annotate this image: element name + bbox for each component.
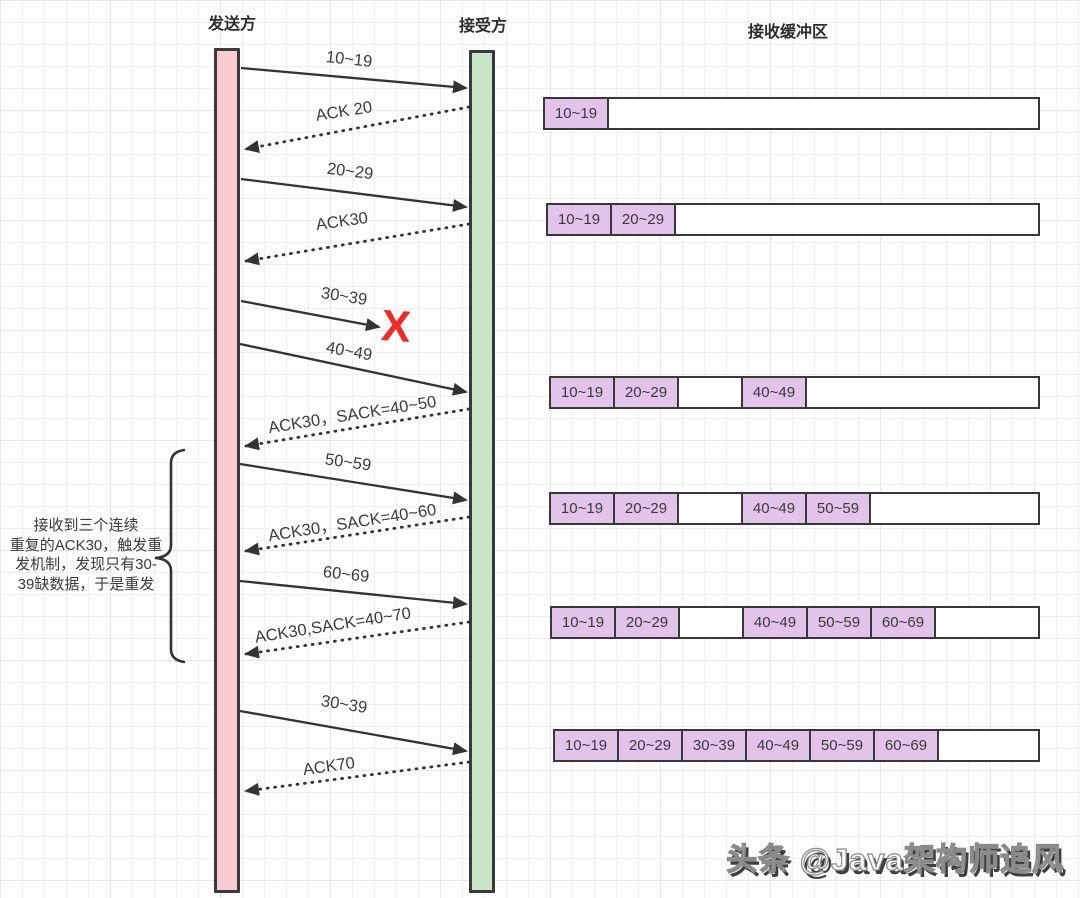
buffer-cell: 10~19	[549, 492, 615, 525]
arrow-data-20-29	[240, 177, 468, 212]
annotation-line: 发机制，发现只有30-	[15, 556, 157, 573]
buffer-cell: 20~29	[617, 729, 683, 762]
buffer-cell: 40~49	[745, 729, 811, 762]
buffer-cell: 40~49	[741, 376, 807, 409]
message-label: 50~59	[323, 450, 373, 475]
sender-column-title: 发送方	[207, 16, 257, 33]
message-label: ACK70	[301, 753, 357, 780]
buffer-cell: 50~59	[806, 606, 872, 639]
arrow-ack-70	[244, 760, 471, 796]
message-label: ACK30,SACK=40~70	[253, 604, 413, 647]
message-label: 30~39	[319, 691, 369, 718]
buffer-cell: 10~19	[543, 97, 609, 130]
buffer-cell: 40~49	[741, 492, 807, 525]
annotation-line: 接收到三个连续	[33, 517, 139, 534]
buffer-row-3: 10~19 20~29 40~49	[549, 376, 1040, 409]
buffer-gap-cell	[679, 494, 743, 523]
arrow-data-30-39-retransmit	[239, 709, 468, 756]
buffer-column-title: 接收缓冲区	[747, 24, 829, 41]
annotation-line: 重复的ACK30，触发重	[9, 536, 163, 554]
message-label: 30~39	[319, 283, 369, 310]
buffer-cell: 50~59	[809, 729, 875, 762]
receiver-column-title: 接受方	[458, 18, 508, 35]
message-label: 20~29	[325, 159, 375, 184]
buffer-row-4: 10~19 20~29 40~49 50~59	[549, 492, 1040, 525]
buffer-gap-cell	[680, 608, 744, 637]
buffer-row-5: 10~19 20~29 40~49 50~59 60~69	[550, 606, 1040, 639]
buffer-row-1: 10~19	[543, 97, 1040, 130]
buffer-cell: 10~19	[546, 203, 612, 236]
buffer-cell: 20~29	[614, 606, 680, 639]
message-label: ACK30，SACK=40~60	[267, 500, 438, 546]
buffer-cell: 20~29	[613, 492, 679, 525]
buffer-cell: 40~49	[742, 606, 808, 639]
buffer-cell: 10~19	[553, 729, 619, 762]
receiver-lifeline-bar	[469, 50, 495, 893]
buffer-cell: 10~19	[550, 606, 616, 639]
message-label: ACK30，SACK=40~50	[267, 392, 438, 438]
buffer-cell: 50~59	[805, 492, 871, 525]
message-label: 10~19	[325, 48, 374, 71]
annotation-line: 39缺数据，于是重发	[17, 575, 155, 593]
arrow-ack-30	[244, 222, 471, 266]
buffer-cell: 60~69	[870, 606, 936, 639]
message-label: ACK30	[314, 208, 370, 235]
buffer-cell: 20~29	[610, 203, 676, 236]
retransmit-annotation: 接收到三个连续 重复的ACK30，触发重 发机制，发现只有30- 39缺数据，于…	[0, 516, 172, 594]
buffer-row-2: 10~19 20~29	[546, 203, 1040, 236]
buffer-cell: 30~39	[681, 729, 747, 762]
buffer-gap-cell	[679, 378, 743, 407]
message-label: 40~49	[324, 338, 374, 365]
buffer-cell: 10~19	[549, 376, 615, 409]
sender-lifeline-bar	[214, 48, 240, 893]
message-label: ACK 20	[314, 98, 374, 125]
watermark-text: 头条 @Java架构师追风	[726, 841, 1064, 877]
buffer-cell: 20~29	[613, 376, 679, 409]
arrow-data-10-19	[240, 66, 468, 94]
message-label: 60~69	[322, 563, 371, 586]
packet-lost-x-marker: X	[379, 301, 413, 352]
buffer-cell: 60~69	[873, 729, 939, 762]
buffer-row-6: 10~19 20~29 30~39 40~49 50~59 60~69	[553, 729, 1040, 762]
